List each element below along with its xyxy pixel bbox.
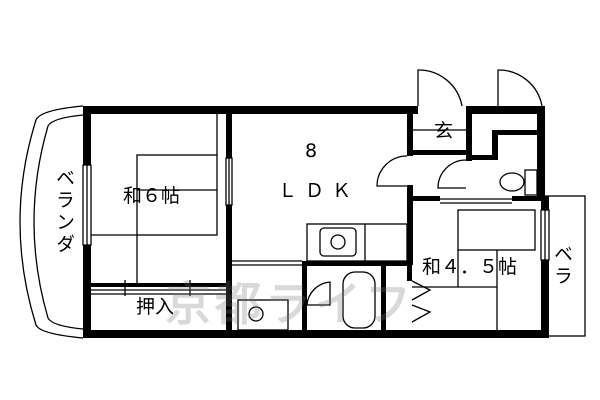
room-label-ldk: ＬＤＫ <box>278 180 360 202</box>
room-label-oshiire: 押入 <box>136 296 175 318</box>
room-label-veranda-left: ベランダ <box>53 168 75 256</box>
thin-lines <box>19 69 586 339</box>
room-label-washitsu-6: 和６帖 <box>123 185 181 207</box>
room-label-veranda-right: ベラ <box>551 244 573 288</box>
room-label-entrance: 玄 <box>434 120 454 142</box>
room-label-washitsu-4-5: 和４．５帖 <box>422 256 518 278</box>
watermark: 京都ライフ <box>165 277 415 331</box>
room-label-ldk-size: 8 <box>305 140 318 162</box>
